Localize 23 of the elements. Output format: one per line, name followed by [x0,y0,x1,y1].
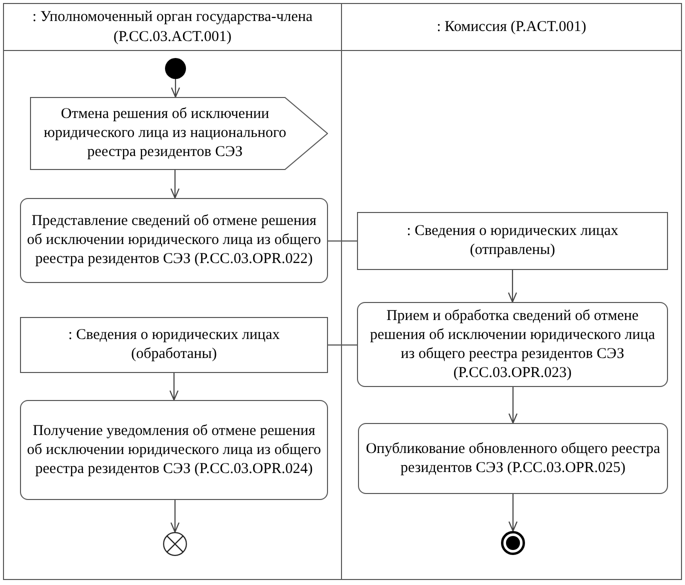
bullseye-icon [501,531,525,555]
lane-header: : Уполномоченный орган государства-члена (P.CC.03.ACT.001) [4,4,341,51]
swimlane [342,3,682,580]
action-box: Получение уведомления об отмене решения об исключении юридического лица из общего реестра резидентов СЭЗ (P.CC.03.OPR.024) [20,400,328,500]
object-box: : Сведения о юридических лицах (обработаны) [20,317,328,373]
arrow [170,79,180,98]
action-box: Опубликование обновленного общего реестра резидентов СЭЗ (P.CC.03.OPR.025) [358,423,668,494]
arrow [170,170,180,199]
action-box: Прием и обработка сведений об отмене решения об исключении юридического лица из общего реестра резидентов СЭЗ (P.CC.03.OPR.023) [357,302,668,387]
connector-line [328,240,357,242]
arrow [508,270,518,303]
arrow [508,387,518,424]
arrow [170,500,180,533]
arrow [169,373,179,401]
object-box: : Сведения о юридических лицах (отправлены) [357,212,668,270]
filled-circle-icon [165,58,186,79]
action-box: Представление сведений об отмене решения об исключении юридического лица из общего реестра резидентов СЭЗ (P.CC.03.OPR.022) [20,198,328,283]
arrow [508,494,518,532]
lane-header: : Комиссия (P.ACT.001) [342,4,681,51]
connector-line [328,344,357,346]
crossed-circle-icon [163,532,187,556]
send-signal-shape: Отмена решения об исключении юридического лица из национального реестра резидентов СЭЗ [30,97,328,170]
swimlane [3,3,342,580]
